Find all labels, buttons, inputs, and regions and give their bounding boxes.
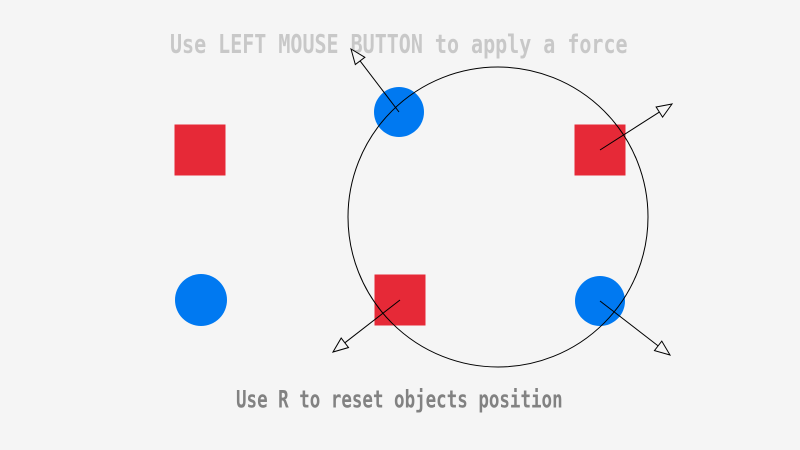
force-arrow-head-icon [655,103,674,119]
boundary-circle [347,66,649,368]
force-arrow-line [344,299,401,344]
reset-instruction: Use R to reset objects position [236,387,563,415]
force-arrow-line [359,60,400,113]
force-arrow-line [599,111,660,151]
apply-force-instruction: Use LEFT MOUSE BUTTON to apply a force [170,28,628,60]
red-square-top-left[interactable] [174,124,226,176]
blue-circle-bottom-left[interactable] [175,274,227,326]
force-arrow-head-icon [350,47,366,66]
force-arrow-head-icon [331,337,350,353]
force-arrow-line [599,300,659,347]
force-arrow-head-icon [653,340,672,356]
